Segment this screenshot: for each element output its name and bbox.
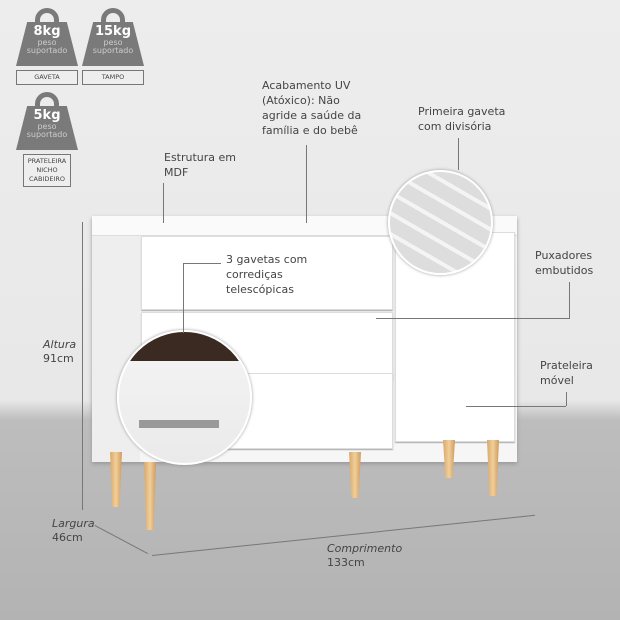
altura-label: Altura: [43, 338, 77, 351]
largura-label: Largura: [52, 517, 95, 530]
detail-divider-circle: [388, 170, 493, 275]
comprimento-label: Comprimento: [327, 542, 403, 555]
leg: [144, 462, 156, 530]
weight-tag: TAMPO: [82, 70, 144, 85]
callout-estrutura: Estrutura em MDF: [164, 151, 237, 179]
largura-value: 46cm: [52, 531, 83, 544]
leg: [487, 440, 499, 496]
leg: [443, 440, 455, 478]
callout-acabamento: Acabamento UV (Atóxico): Não agride a sa…: [262, 79, 362, 137]
leg: [349, 452, 361, 498]
weight-tag: GAVETA: [16, 70, 78, 85]
weight-icon: [101, 8, 125, 28]
comprimento-value: 133cm: [327, 556, 365, 569]
weight-icon: [35, 8, 59, 28]
altura-value: 91cm: [43, 352, 74, 365]
callout-prateleira: Prateleira móvel: [540, 359, 593, 387]
callout-primeira-gaveta: Primeira gaveta com divisória: [418, 105, 506, 133]
detail-slide-circle: [117, 330, 252, 465]
callout-puxadores: Puxadores embutidos: [535, 249, 594, 277]
weight-tag: PRATELEIRA NICHO CABIDEIRO: [23, 154, 71, 187]
callout-gavetas: 3 gavetas com corrediças telescópicas: [226, 253, 308, 296]
leg: [110, 452, 122, 507]
weight-icon: [35, 92, 59, 112]
